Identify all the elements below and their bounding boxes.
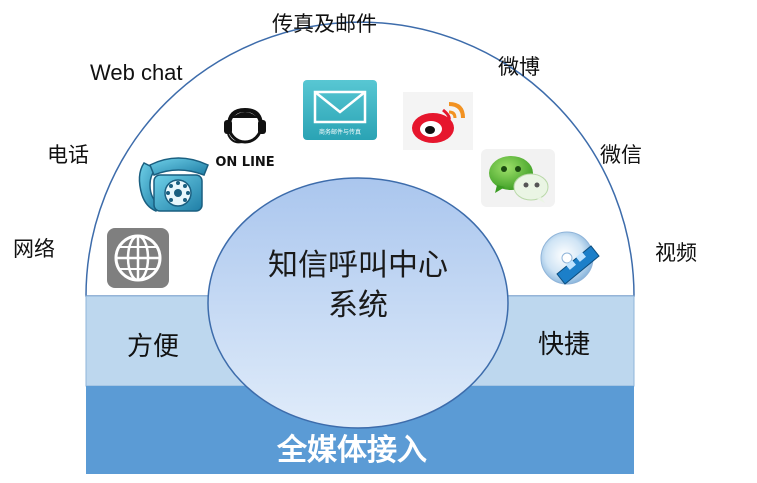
channel-label-wechat: 微信 [600, 143, 642, 167]
telephone-icon [138, 157, 209, 212]
headset-agent-icon: ON LINE [215, 107, 275, 170]
channel-label-fax-email: 传真及邮件 [272, 12, 377, 36]
side-label-fast: 快捷 [538, 330, 591, 360]
mail-caption: 商务邮件与传真 [319, 128, 361, 136]
channel-label-weibo: 微博 [498, 55, 540, 79]
side-label-convenient: 方便 [127, 332, 180, 362]
wechat-icon [481, 149, 555, 207]
film-disc-icon [540, 231, 600, 285]
channel-arch [85, 21, 635, 297]
bottom-bar-label: 全媒体接入 [277, 433, 427, 468]
channel-label-network: 网络 [13, 237, 55, 261]
center-title: 知信呼叫中心 系统 [238, 246, 478, 326]
center-title-line2: 系统 [328, 288, 388, 323]
channel-label-phone: 电话 [47, 143, 89, 167]
center-ellipse [207, 177, 509, 429]
weibo-icon [403, 92, 473, 150]
channel-label-webchat: Web chat [90, 60, 183, 85]
center-title-line1: 知信呼叫中心 [268, 248, 448, 283]
channel-label-video: 视频 [655, 241, 697, 265]
globe-icon [107, 228, 169, 288]
online-badge-text: ON LINE [215, 155, 274, 170]
envelope-icon: 商务邮件与传真 [303, 80, 377, 140]
